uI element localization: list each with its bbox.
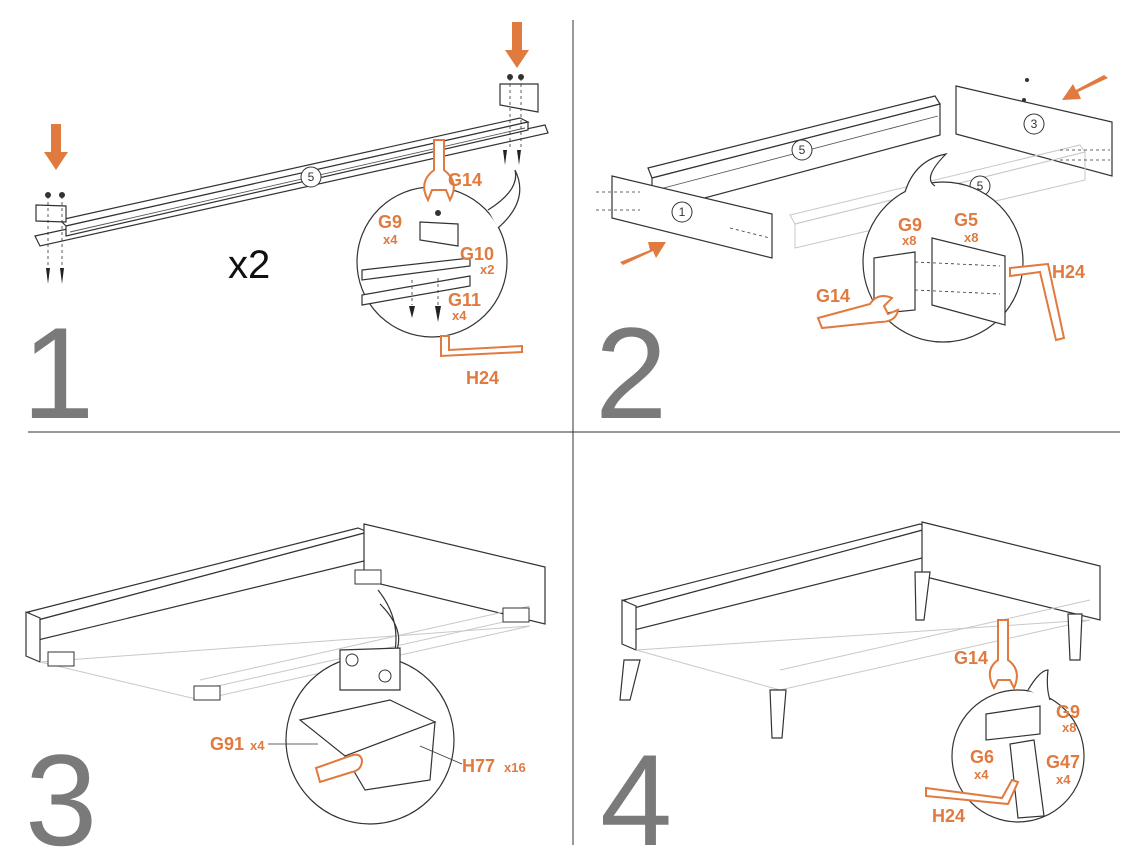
callout-g9-qty: x8 — [902, 233, 916, 248]
step-1-detail-zoom — [356, 169, 521, 338]
step-2-screws — [596, 78, 1110, 239]
allen-key-h24-icon — [440, 335, 523, 358]
rail-part-5-front-ghost — [789, 144, 1086, 249]
allen-key-h24-icon — [1009, 262, 1066, 342]
callout-h24: H24 — [932, 806, 965, 826]
panel-part-1 — [611, 175, 773, 259]
part-5-label-front: 5 — [977, 179, 984, 193]
callout-g9: G9 — [898, 215, 922, 235]
callout-g47: G47 — [1046, 752, 1080, 772]
callout-g11-qty: x4 — [452, 308, 467, 323]
callout-g10: G10 — [460, 244, 494, 264]
callout-h24: H24 — [466, 368, 499, 388]
callout-g91: G91 — [210, 734, 244, 754]
step-2-panel: 2 5 3 1 5 — [595, 75, 1113, 446]
wrench-g14-icon — [816, 295, 900, 330]
callout-g14: G14 — [816, 286, 850, 306]
wrench-g14-icon — [988, 619, 1018, 691]
step-4-panel: 4 G14 G9 x8 G6 x4 G47 x4 H2 — [600, 521, 1101, 850]
callout-g6-qty: x4 — [974, 767, 989, 782]
callout-h77: H77 — [462, 756, 495, 776]
bracket-right — [499, 74, 539, 165]
legs — [619, 571, 1083, 739]
step-2-detail-zoom — [862, 153, 1024, 343]
callout-g9: G9 — [1056, 702, 1080, 722]
step-1-number: 1 — [22, 300, 94, 446]
part-5-label-top: 5 — [799, 143, 806, 157]
wrench-g14-icon — [423, 139, 455, 203]
step-1-multiplier: x2 — [228, 243, 270, 287]
allen-key-h24-icon — [925, 778, 1020, 806]
bed-frame-with-legs — [621, 521, 1101, 691]
part-1-label: 1 — [679, 205, 686, 219]
callout-g9: G9 — [378, 212, 402, 232]
callout-g10-qty: x2 — [480, 262, 494, 277]
step-4-number: 4 — [600, 727, 672, 850]
part-5-label: 5 — [308, 170, 315, 184]
callout-g47-qty: x4 — [1056, 772, 1071, 787]
arrow-left — [1062, 75, 1108, 100]
callout-g11: G11 — [448, 290, 481, 310]
screwdriver-icon — [314, 753, 364, 784]
arrow-down-right — [505, 22, 529, 68]
step-2-number: 2 — [595, 300, 667, 446]
step-3-number: 3 — [25, 727, 97, 850]
callout-g5: G5 — [954, 210, 978, 230]
bracket-left — [35, 192, 67, 284]
arrow-down-left — [44, 124, 68, 170]
callout-g5-qty: x8 — [964, 230, 978, 245]
part-3-label: 3 — [1031, 117, 1038, 131]
callout-g14: G14 — [954, 648, 988, 668]
arrow-right — [620, 242, 666, 265]
callout-h24: H24 — [1052, 262, 1085, 282]
step-1-panel: 1 x2 5 — [22, 22, 549, 446]
callout-g9-qty: x8 — [1062, 720, 1076, 735]
rail-part-5 — [34, 117, 549, 247]
callout-g9-qty: x4 — [383, 232, 398, 247]
step-3-detail-zoom — [285, 589, 455, 825]
callout-g14: G14 — [448, 170, 482, 190]
step-4-detail-zoom — [951, 669, 1085, 823]
callout-g91-qty: x4 — [250, 738, 265, 753]
step-3-panel: 3 G91 x4 H77 x16 — [25, 523, 546, 850]
callout-g6: G6 — [970, 747, 994, 767]
callout-h77-qty: x16 — [504, 760, 526, 775]
part-5-marker — [300, 166, 322, 188]
bed-frame-upside-down — [25, 523, 546, 701]
